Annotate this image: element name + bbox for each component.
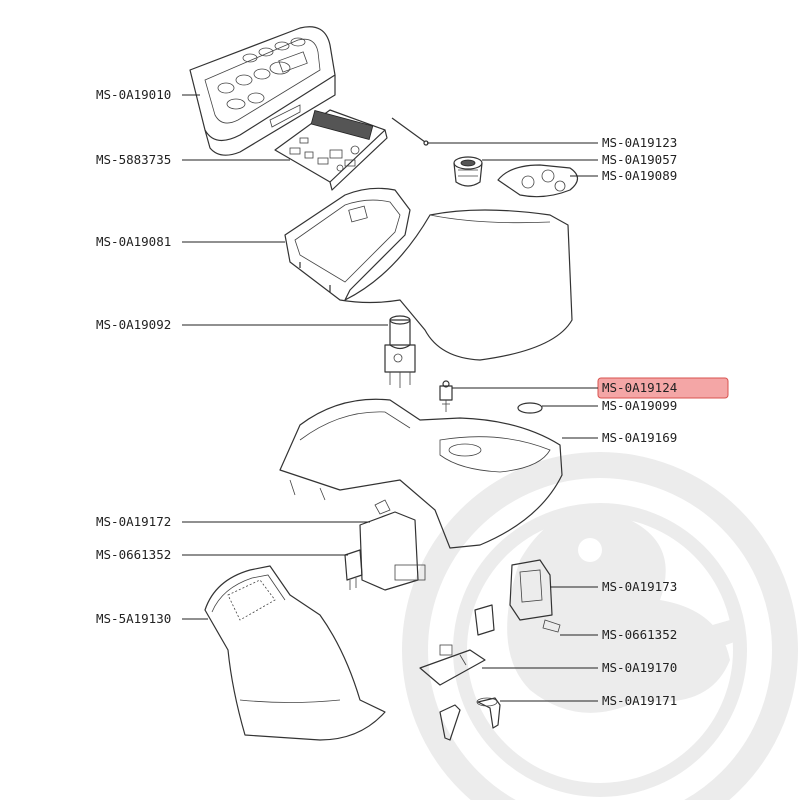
left-part-labels: MS-0A19010 MS-5883735 MS-0A19081 MS-0A19…: [96, 87, 171, 626]
part-label[interactable]: MS-0A19123: [602, 135, 677, 150]
coupling-part[interactable]: [453, 156, 483, 187]
part-label[interactable]: MS-0A19057: [602, 152, 677, 167]
part-label[interactable]: MS-0A19081: [96, 234, 171, 249]
sensor-part[interactable]: [439, 380, 453, 412]
part-label[interactable]: MS-5883735: [96, 152, 171, 167]
circuit-board-part[interactable]: [274, 109, 388, 191]
motor-part[interactable]: [384, 315, 416, 388]
control-panel-part[interactable]: [189, 26, 336, 156]
part-label[interactable]: MS-0A19173: [602, 579, 677, 594]
part-label[interactable]: MS-0A19092: [96, 317, 171, 332]
switch-assembly-right-part[interactable]: [474, 559, 561, 636]
part-label[interactable]: MS-0A19169: [602, 430, 677, 445]
spring-wire-part[interactable]: [391, 117, 429, 146]
part-label[interactable]: MS-0661352: [96, 547, 171, 562]
part-label[interactable]: MS-0A19171: [602, 693, 677, 708]
leader-lines: [182, 94, 598, 702]
part-label[interactable]: MS-0A19170: [602, 660, 677, 675]
watermark-logo-icon: [402, 452, 798, 800]
upper-housing-part[interactable]: [284, 187, 573, 361]
part-label[interactable]: MS-0A19010: [96, 87, 171, 102]
gasket-part[interactable]: [517, 402, 543, 414]
part-label[interactable]: MS-0A19172: [96, 514, 171, 529]
front-cover-part[interactable]: [204, 565, 386, 741]
lever-part[interactable]: [419, 644, 486, 686]
part-label[interactable]: MS-0A19089: [602, 168, 677, 183]
cover-plate-part[interactable]: [497, 164, 579, 198]
part-label-highlighted[interactable]: MS-0A19124: [602, 380, 677, 395]
clips-part[interactable]: [439, 697, 501, 741]
switch-assembly-left-part[interactable]: [344, 499, 426, 591]
part-label[interactable]: MS-5A19130: [96, 611, 171, 626]
right-part-labels: MS-0A19123 MS-0A19057 MS-0A19089 MS-0A19…: [602, 135, 677, 708]
part-label[interactable]: MS-0661352: [602, 627, 677, 642]
part-label[interactable]: MS-0A19099: [602, 398, 677, 413]
lower-base-part[interactable]: [279, 398, 563, 549]
